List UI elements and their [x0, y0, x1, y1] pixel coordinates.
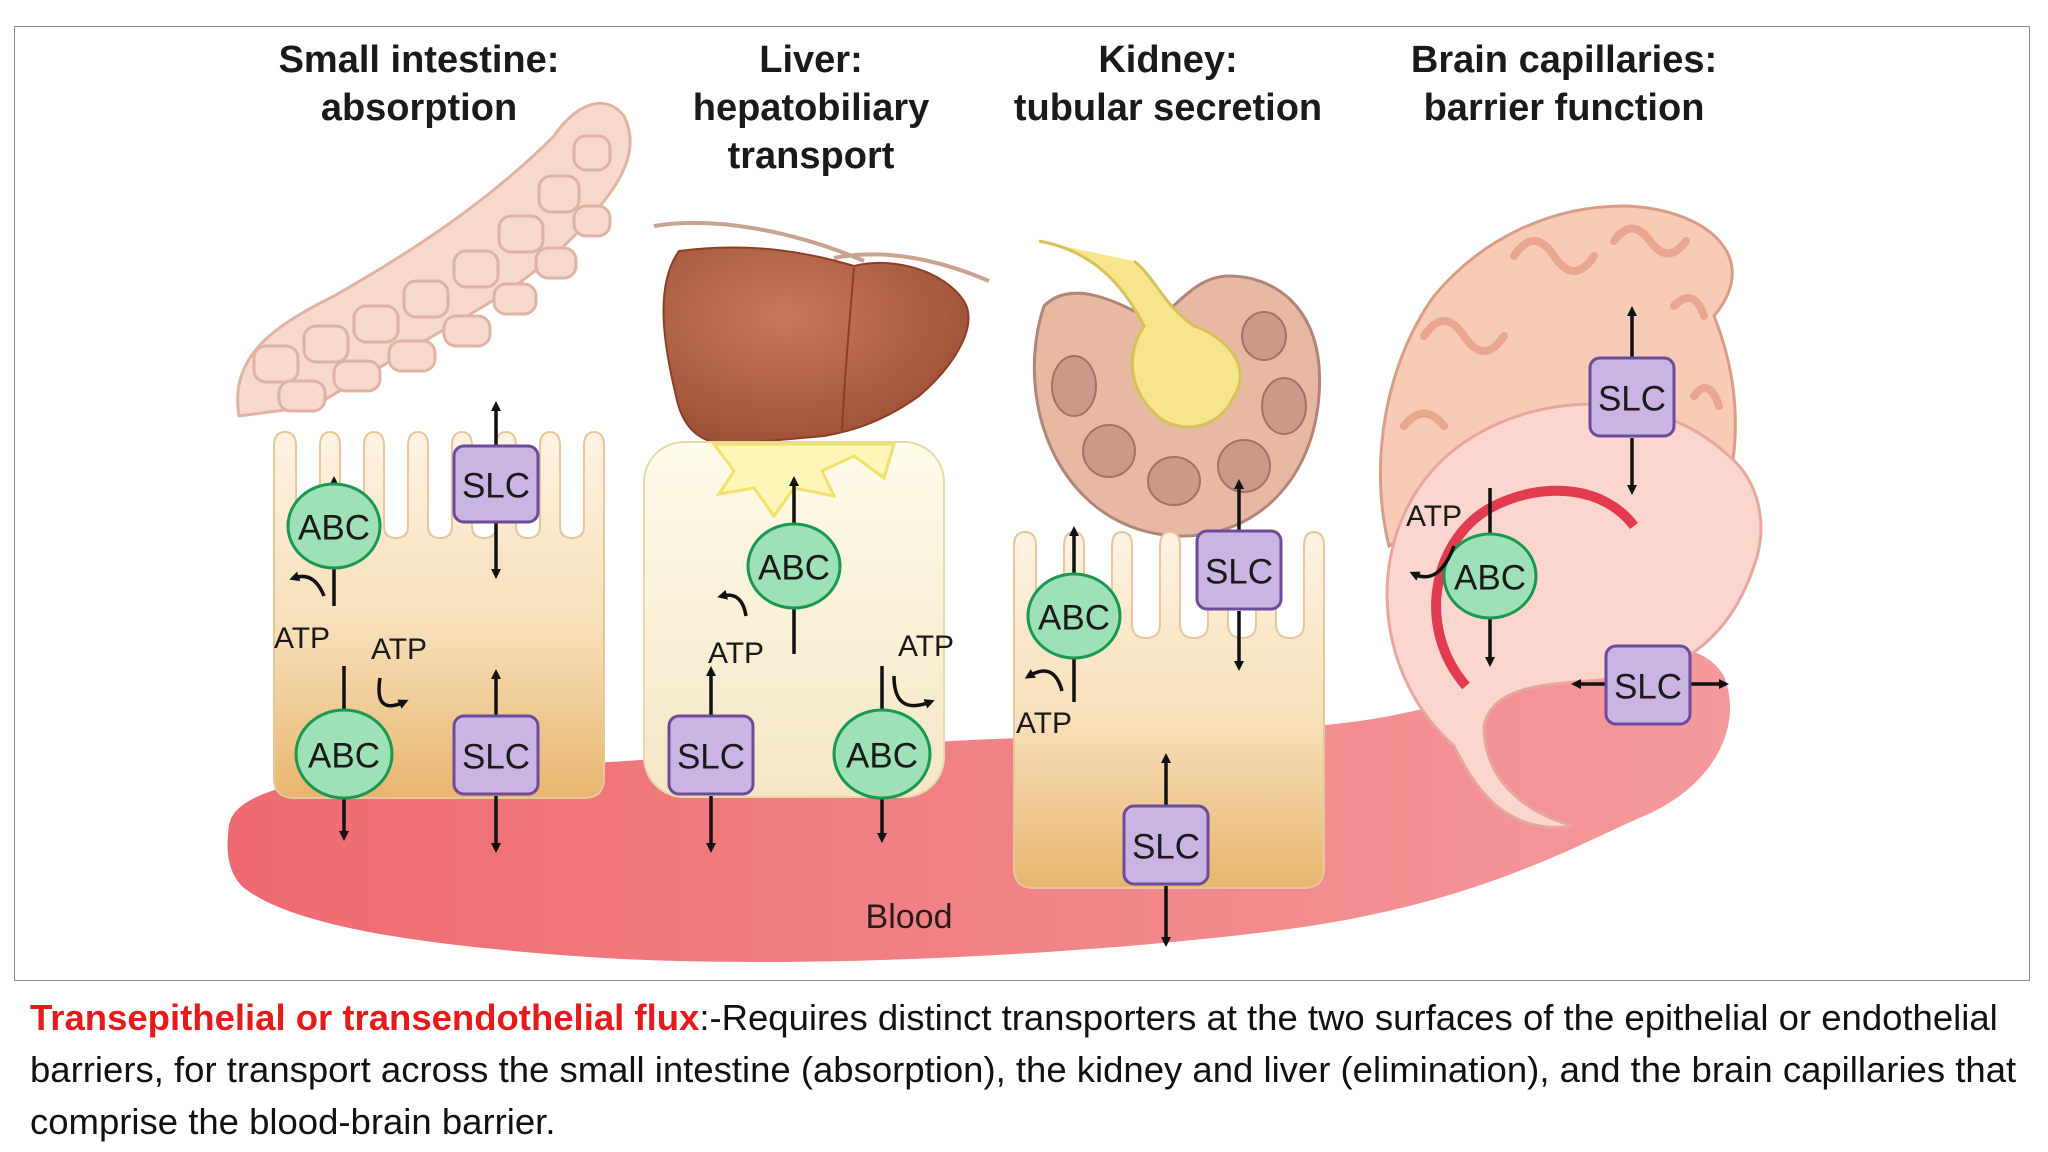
abc-transporter-icon — [832, 708, 932, 800]
brain-title-line1: Brain capillaries: — [1411, 39, 1717, 81]
intestine-title-line1: Small intestine: — [279, 39, 560, 81]
slc-label: SLC — [462, 467, 530, 506]
slc-label: SLC — [1598, 380, 1666, 419]
liver-title-line3: transport — [728, 135, 895, 177]
atp-label: ATP — [1016, 707, 1072, 740]
abc-label: ABC — [308, 737, 380, 776]
abc-transporter-icon — [1026, 572, 1122, 660]
abc-transporter-icon — [286, 482, 382, 570]
atp-label: ATP — [371, 633, 427, 666]
atp-label: ATP — [708, 637, 764, 670]
slc-transporter-icon — [667, 714, 755, 796]
intestine-villi-illustration — [236, 101, 632, 418]
intestine-epithelial-cell — [273, 430, 605, 799]
figure-caption: Transepithelial or transendothelial flux… — [30, 992, 2020, 1148]
liver-panel: Liver: hepatobiliary transport ABC ATP S… — [643, 39, 990, 853]
abc-label: ABC — [1038, 599, 1110, 638]
liver-title-line2: hepatobiliary — [693, 87, 930, 129]
slc-label: SLC — [677, 738, 745, 777]
slc-label: SLC — [462, 738, 530, 777]
blood-label: Blood — [866, 898, 953, 936]
blood-vessel — [227, 646, 1731, 962]
abc-label: ABC — [298, 509, 370, 548]
liver-title-line1: Liver: — [759, 39, 862, 81]
kidney-title-line1: Kidney: — [1098, 39, 1237, 81]
slc-label: SLC — [1614, 668, 1682, 707]
transport-diagram: Blood Small intestine: absorption — [227, 39, 1763, 962]
slc-label: SLC — [1205, 553, 1273, 592]
slc-transporter-icon — [452, 444, 540, 524]
atp-label: ATP — [274, 622, 330, 655]
slc-transporter-icon — [1604, 644, 1692, 726]
slc-transporter-icon — [452, 714, 540, 796]
slc-transporter-icon — [1195, 529, 1283, 611]
caption-body: Requires distinct transporters at the tw… — [30, 997, 2017, 1142]
abc-label: ABC — [846, 737, 918, 776]
atp-label: ATP — [1406, 500, 1462, 533]
atp-label: ATP — [898, 630, 954, 663]
liver-organ-illustration — [662, 246, 970, 446]
slc-transporter-icon — [1588, 356, 1676, 438]
slc-transporter-icon — [1122, 804, 1210, 886]
intestine-title-line2: absorption — [321, 87, 517, 129]
brain-title-line2: barrier function — [1424, 87, 1705, 129]
abc-transporter-icon — [294, 708, 394, 800]
caption-lead: Transepithelial or transendothelial flux — [30, 997, 700, 1038]
abc-label: ABC — [1454, 559, 1526, 598]
abc-transporter-icon — [1442, 532, 1538, 620]
abc-label: ABC — [758, 549, 830, 588]
kidney-panel: Kidney: tubular secretion ABC ATP SLC — [1013, 39, 1325, 947]
intestine-panel: Small intestine: absorption ABC — [236, 39, 632, 853]
kidney-title-line2: tubular secretion — [1014, 87, 1322, 129]
slc-label: SLC — [1132, 828, 1200, 867]
brain-panel: Brain capillaries: barrier function SLC … — [1378, 39, 1763, 829]
caption-separator: :- — [699, 997, 722, 1038]
abc-transporter-icon — [746, 522, 842, 610]
